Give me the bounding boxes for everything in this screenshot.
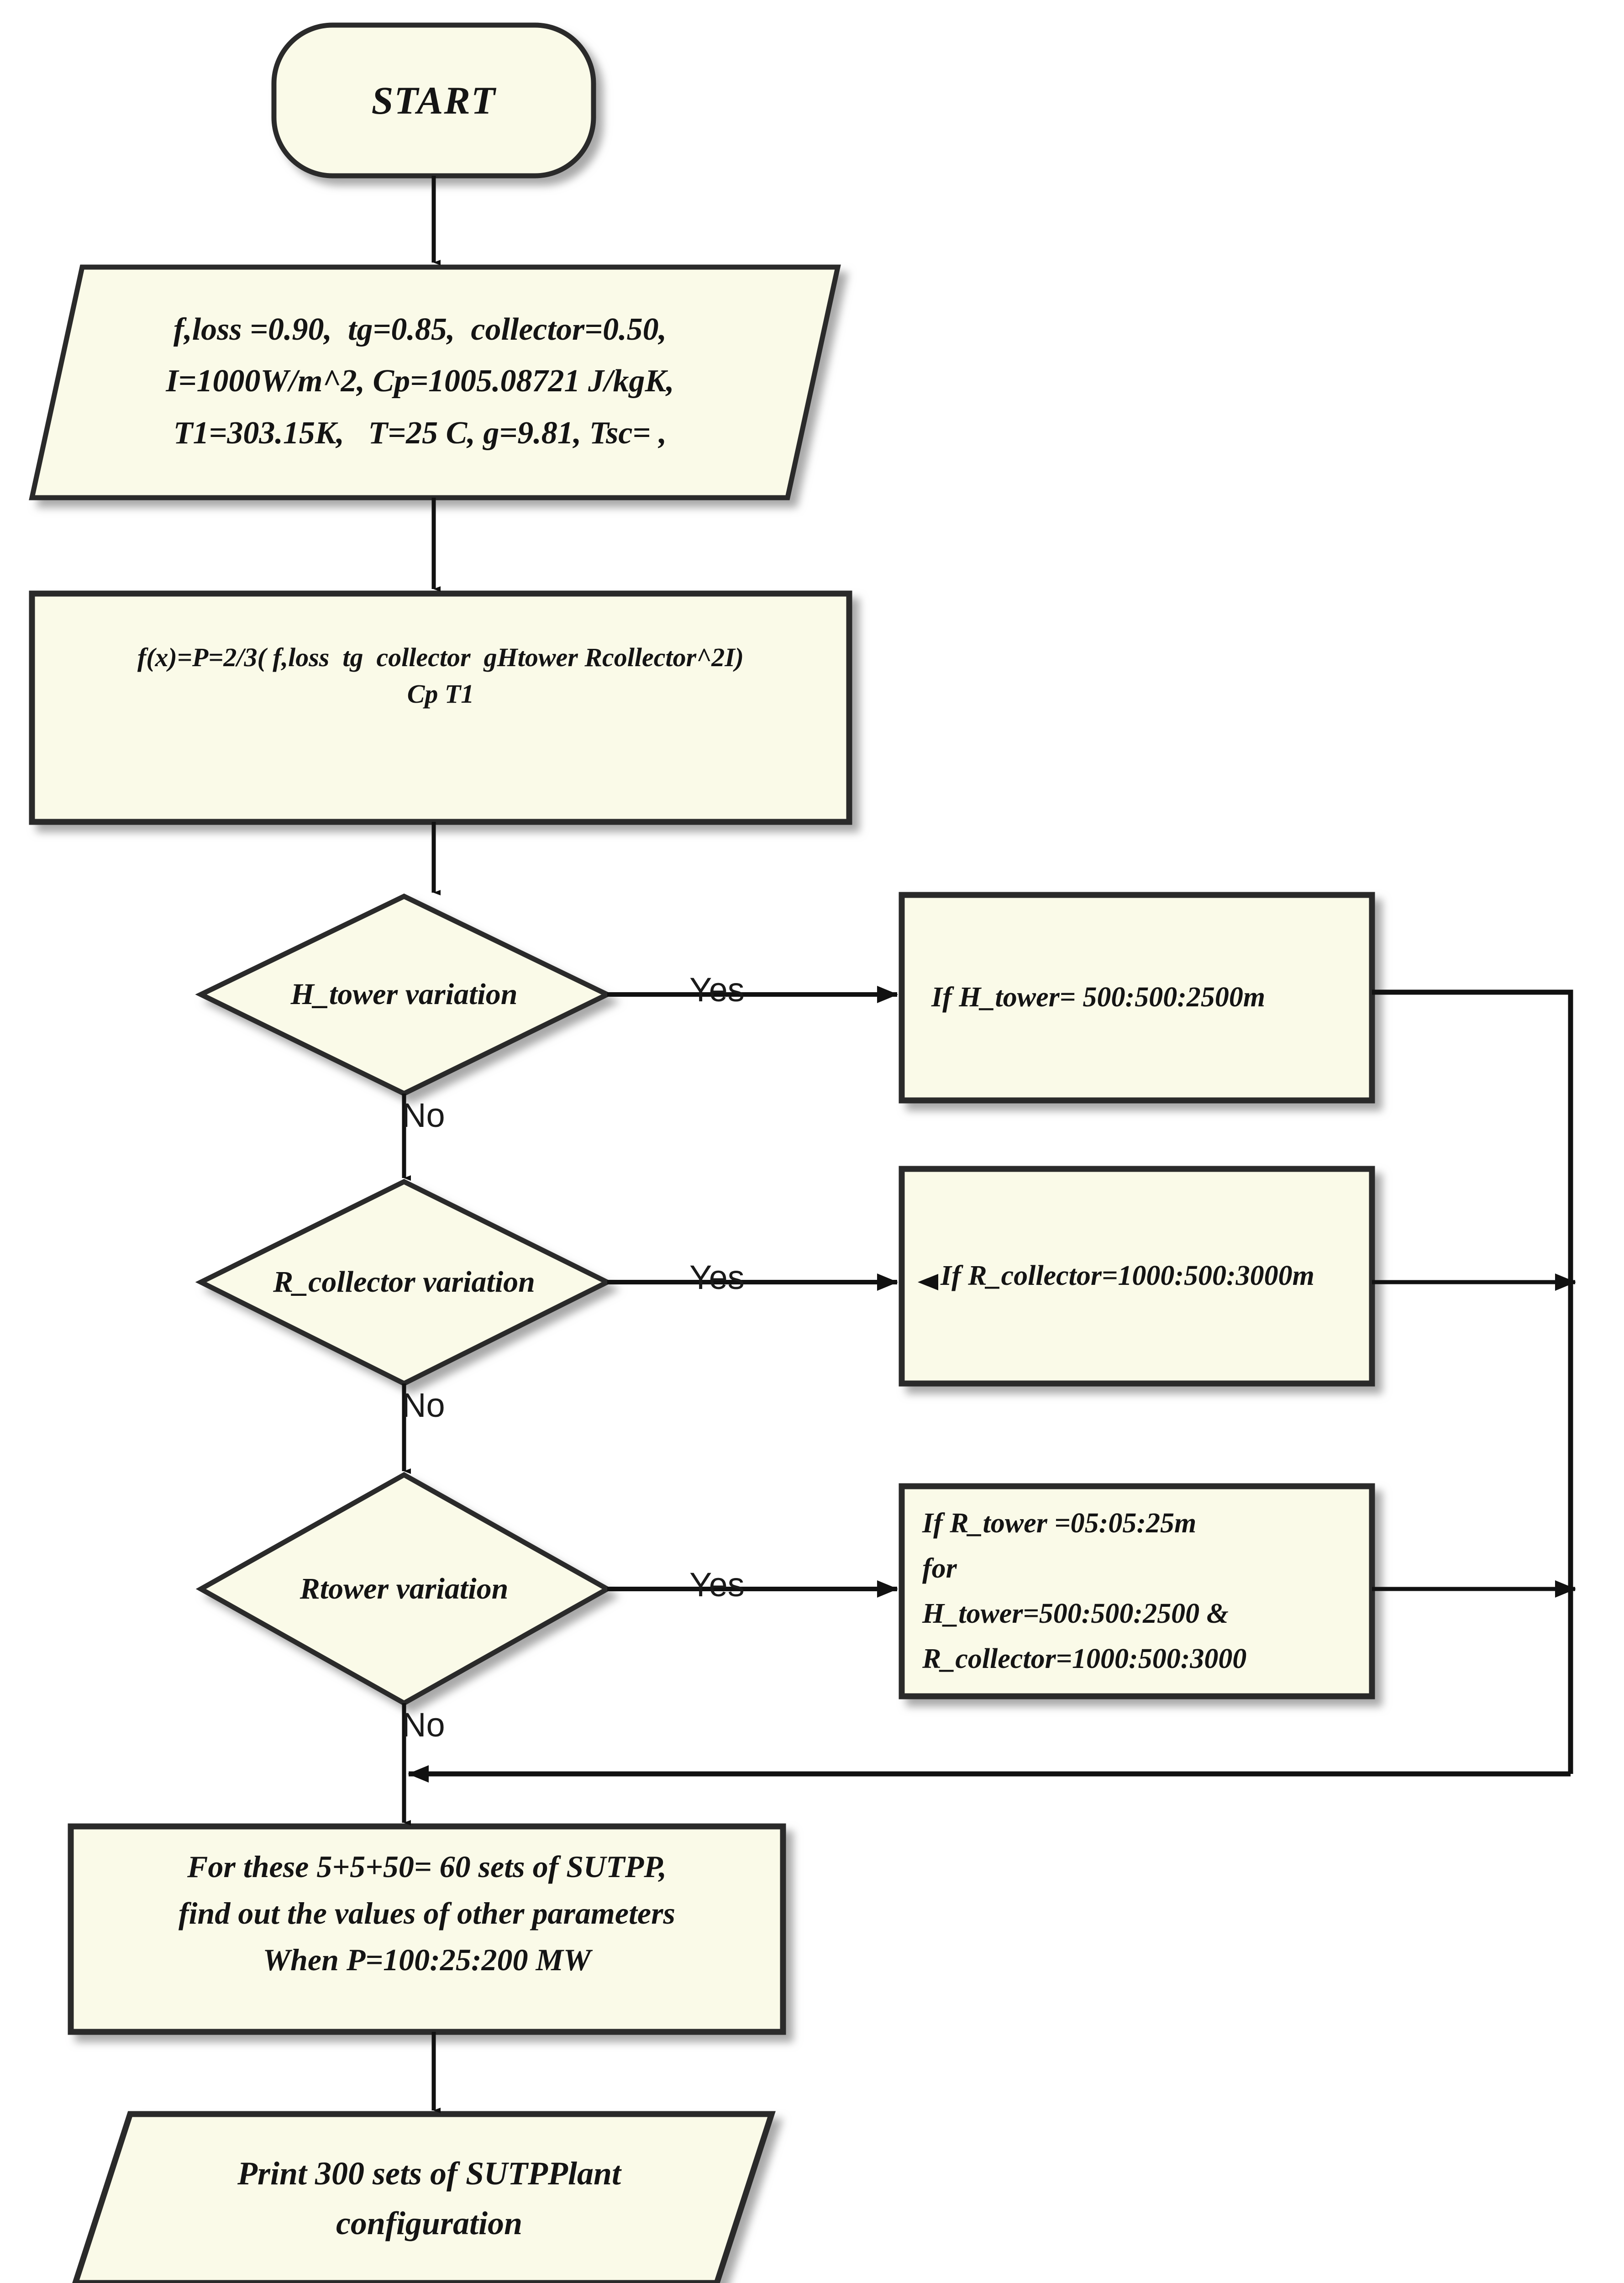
- print-parallelogram: [72, 2111, 776, 2283]
- inner-arrowhead-rcollector: [918, 1274, 938, 1290]
- edge-label-no-rtower: No: [402, 1706, 445, 1744]
- branch-box-rtower: [899, 1483, 1375, 1699]
- branch-box-htower: [899, 892, 1375, 1104]
- edge-label-no-htower: No: [402, 1096, 445, 1134]
- start-terminator: [271, 22, 596, 179]
- edge-label-yes-rtower: Yes: [689, 1566, 745, 1604]
- decision-rcollector: [195, 1178, 613, 1387]
- edge-label-yes-rcollector: Yes: [689, 1258, 745, 1296]
- decision-rtower: [195, 1472, 613, 1706]
- formula-process-box: [29, 590, 852, 825]
- branch-box-rcollector: [899, 1166, 1375, 1387]
- return-path-htower: [1372, 989, 1573, 1774]
- edge-label-yes-htower: Yes: [689, 971, 745, 1009]
- input-parallelogram: [29, 264, 841, 500]
- decision-htower: [195, 893, 613, 1097]
- summary-process-box: [68, 1823, 786, 2035]
- edge-label-no-rcollector: No: [402, 1386, 445, 1424]
